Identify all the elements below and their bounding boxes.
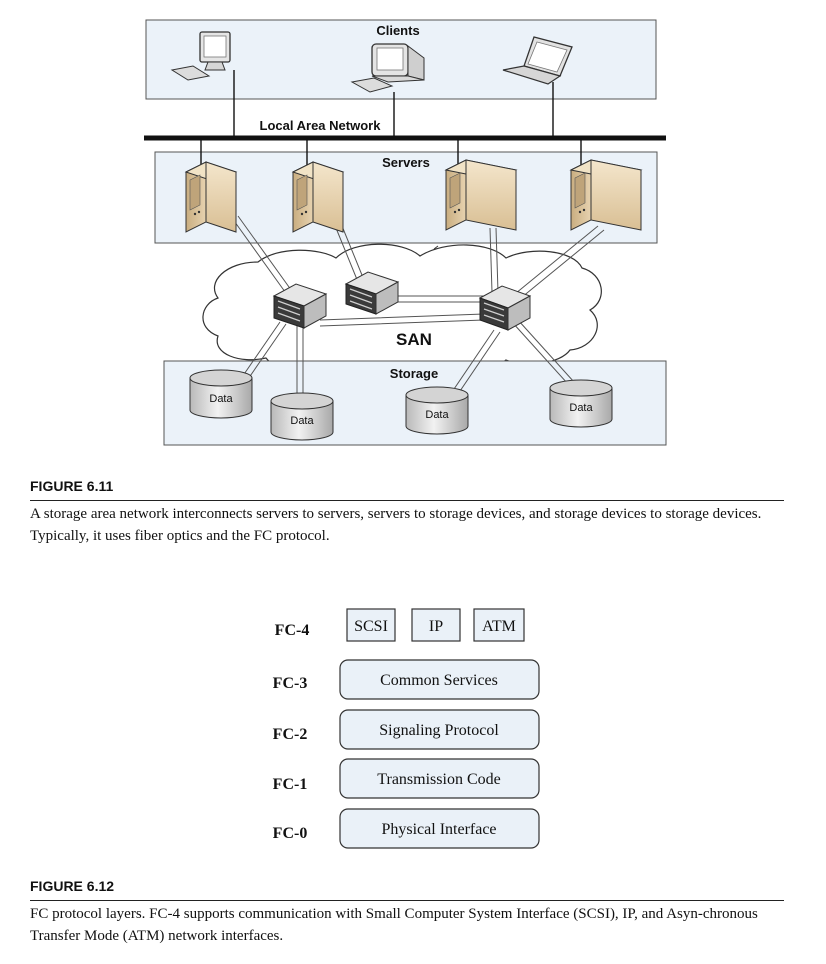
layer-label: FC-3 [273, 675, 308, 692]
figure-6-12-rule [30, 900, 784, 901]
servers-label: Servers [382, 155, 430, 170]
figure-6-11-rule [30, 500, 784, 501]
protocol-box-label: SCSI [354, 618, 388, 635]
layer-box [339, 709, 540, 750]
data-storage-icon: Data [405, 386, 469, 435]
layer-box-label: Physical Interface [381, 821, 496, 838]
protocol-box-atm [473, 608, 525, 642]
server-icon [569, 159, 643, 231]
lan-label: Local Area Network [260, 118, 382, 133]
layer-fc-1: FC-1 Transmission Code [273, 758, 540, 799]
data-storage-icon: Data [189, 369, 253, 419]
storage-label: Storage [390, 366, 438, 381]
layer-box [339, 659, 540, 700]
data-label: Data [425, 409, 449, 421]
san-switch-icon [344, 271, 400, 315]
layer-label: FC-2 [273, 726, 308, 743]
data-storage-icon: Data [270, 392, 334, 441]
layer-label: FC-4 [275, 622, 310, 639]
protocol-box-ip [411, 608, 461, 642]
layer-box-label: Signaling Protocol [379, 722, 499, 739]
layer-fc-2: FC-2 Signaling Protocol [273, 709, 540, 750]
layer-box-label: Common Services [380, 672, 498, 689]
data-label: Data [569, 402, 593, 414]
protocol-box-label: ATM [482, 618, 516, 635]
san-label: SAN [396, 330, 432, 349]
crt-computer-icon [350, 43, 425, 93]
san-switch-icon [272, 283, 328, 329]
layer-fc-0: FC-0 Physical Interface [273, 808, 540, 849]
protocol-box-label: IP [429, 618, 443, 635]
laptop-icon [502, 36, 573, 85]
san-diagram: Clients Local Area Network Servers SAN S… [144, 19, 667, 446]
desktop-computer-icon [170, 31, 231, 81]
data-storage-icon: Data [549, 379, 613, 428]
protocol-box-scsi [346, 608, 396, 642]
figure-6-12-caption: FC protocol layers. FC-4 supports commun… [30, 906, 758, 944]
server-icon [444, 159, 518, 231]
layer-box-label: Transmission Code [377, 771, 500, 788]
layer-box [339, 808, 540, 849]
clients-label: Clients [376, 23, 419, 38]
layer-label: FC-0 [273, 825, 308, 842]
figure-6-11-caption: A storage area network interconnects ser… [30, 506, 762, 544]
layer-fc-4: FC-4 SCSI IP ATM [275, 608, 525, 642]
layer-fc-3: FC-3 Common Services [273, 659, 540, 700]
figure-6-11-title: FIGURE 6.11 [30, 478, 114, 494]
server-icon [184, 161, 238, 233]
san-switch-icon [478, 285, 532, 331]
layer-label: FC-1 [273, 776, 308, 793]
data-label: Data [209, 393, 233, 405]
fiber-links [231, 215, 605, 398]
layer-box [339, 758, 540, 799]
server-icon [291, 161, 345, 233]
fc-protocol-layers-diagram: FC-4 SCSI IP ATM FC-3 Common Services FC… [273, 608, 540, 849]
figure-6-12-title: FIGURE 6.12 [30, 878, 115, 894]
data-label: Data [290, 415, 314, 427]
